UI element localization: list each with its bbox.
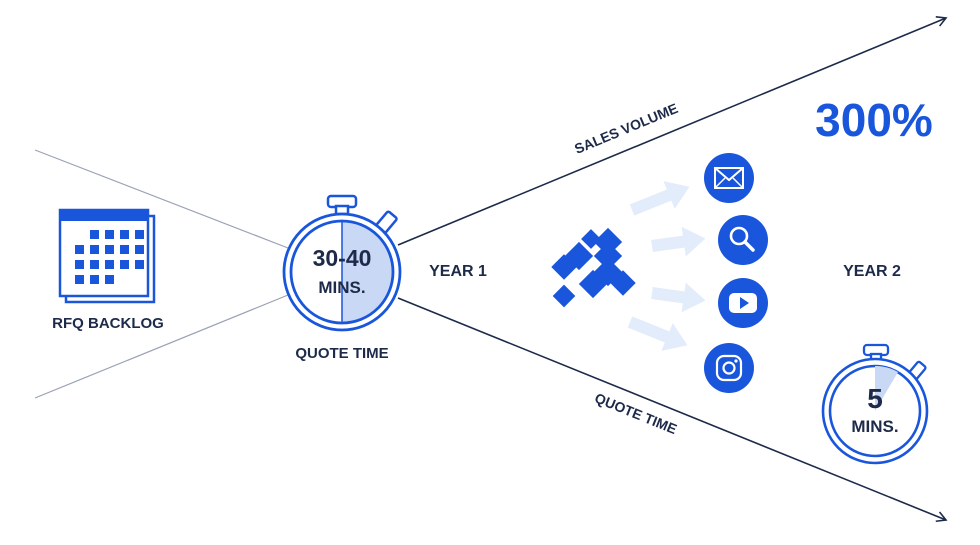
rfq-backlog-label: RFQ BACKLOG [52,315,164,332]
sales-volume-arrow [397,16,948,246]
brand-logo-icon [551,227,636,308]
funnel-line-top [34,149,289,249]
percent-growth-value: 300% [815,94,933,146]
timer-small-value: 5 [867,383,883,414]
timer-large-unit: MINS. [318,278,365,297]
camera-social-icon [704,343,754,393]
timer-large-value: 30-40 [313,245,372,271]
quote-time-arrow [397,297,948,523]
search-icon [718,215,768,265]
video-play-icon [718,278,768,328]
channel-arrows [627,181,706,351]
quote-time-axis-label: QUOTE TIME [592,390,679,437]
stopwatch-large-icon [282,194,402,332]
funnel-line-bottom [34,294,289,399]
sales-volume-label: SALES VOLUME [572,100,680,157]
year-1-label: YEAR 1 [429,263,487,280]
calendar-icon [58,208,156,304]
year-2-label: YEAR 2 [843,263,901,280]
timer-small-unit: MINS. [851,417,898,436]
quote-time-label: QUOTE TIME [295,345,388,362]
stopwatch-small-icon [821,343,929,465]
email-icon [704,153,754,203]
